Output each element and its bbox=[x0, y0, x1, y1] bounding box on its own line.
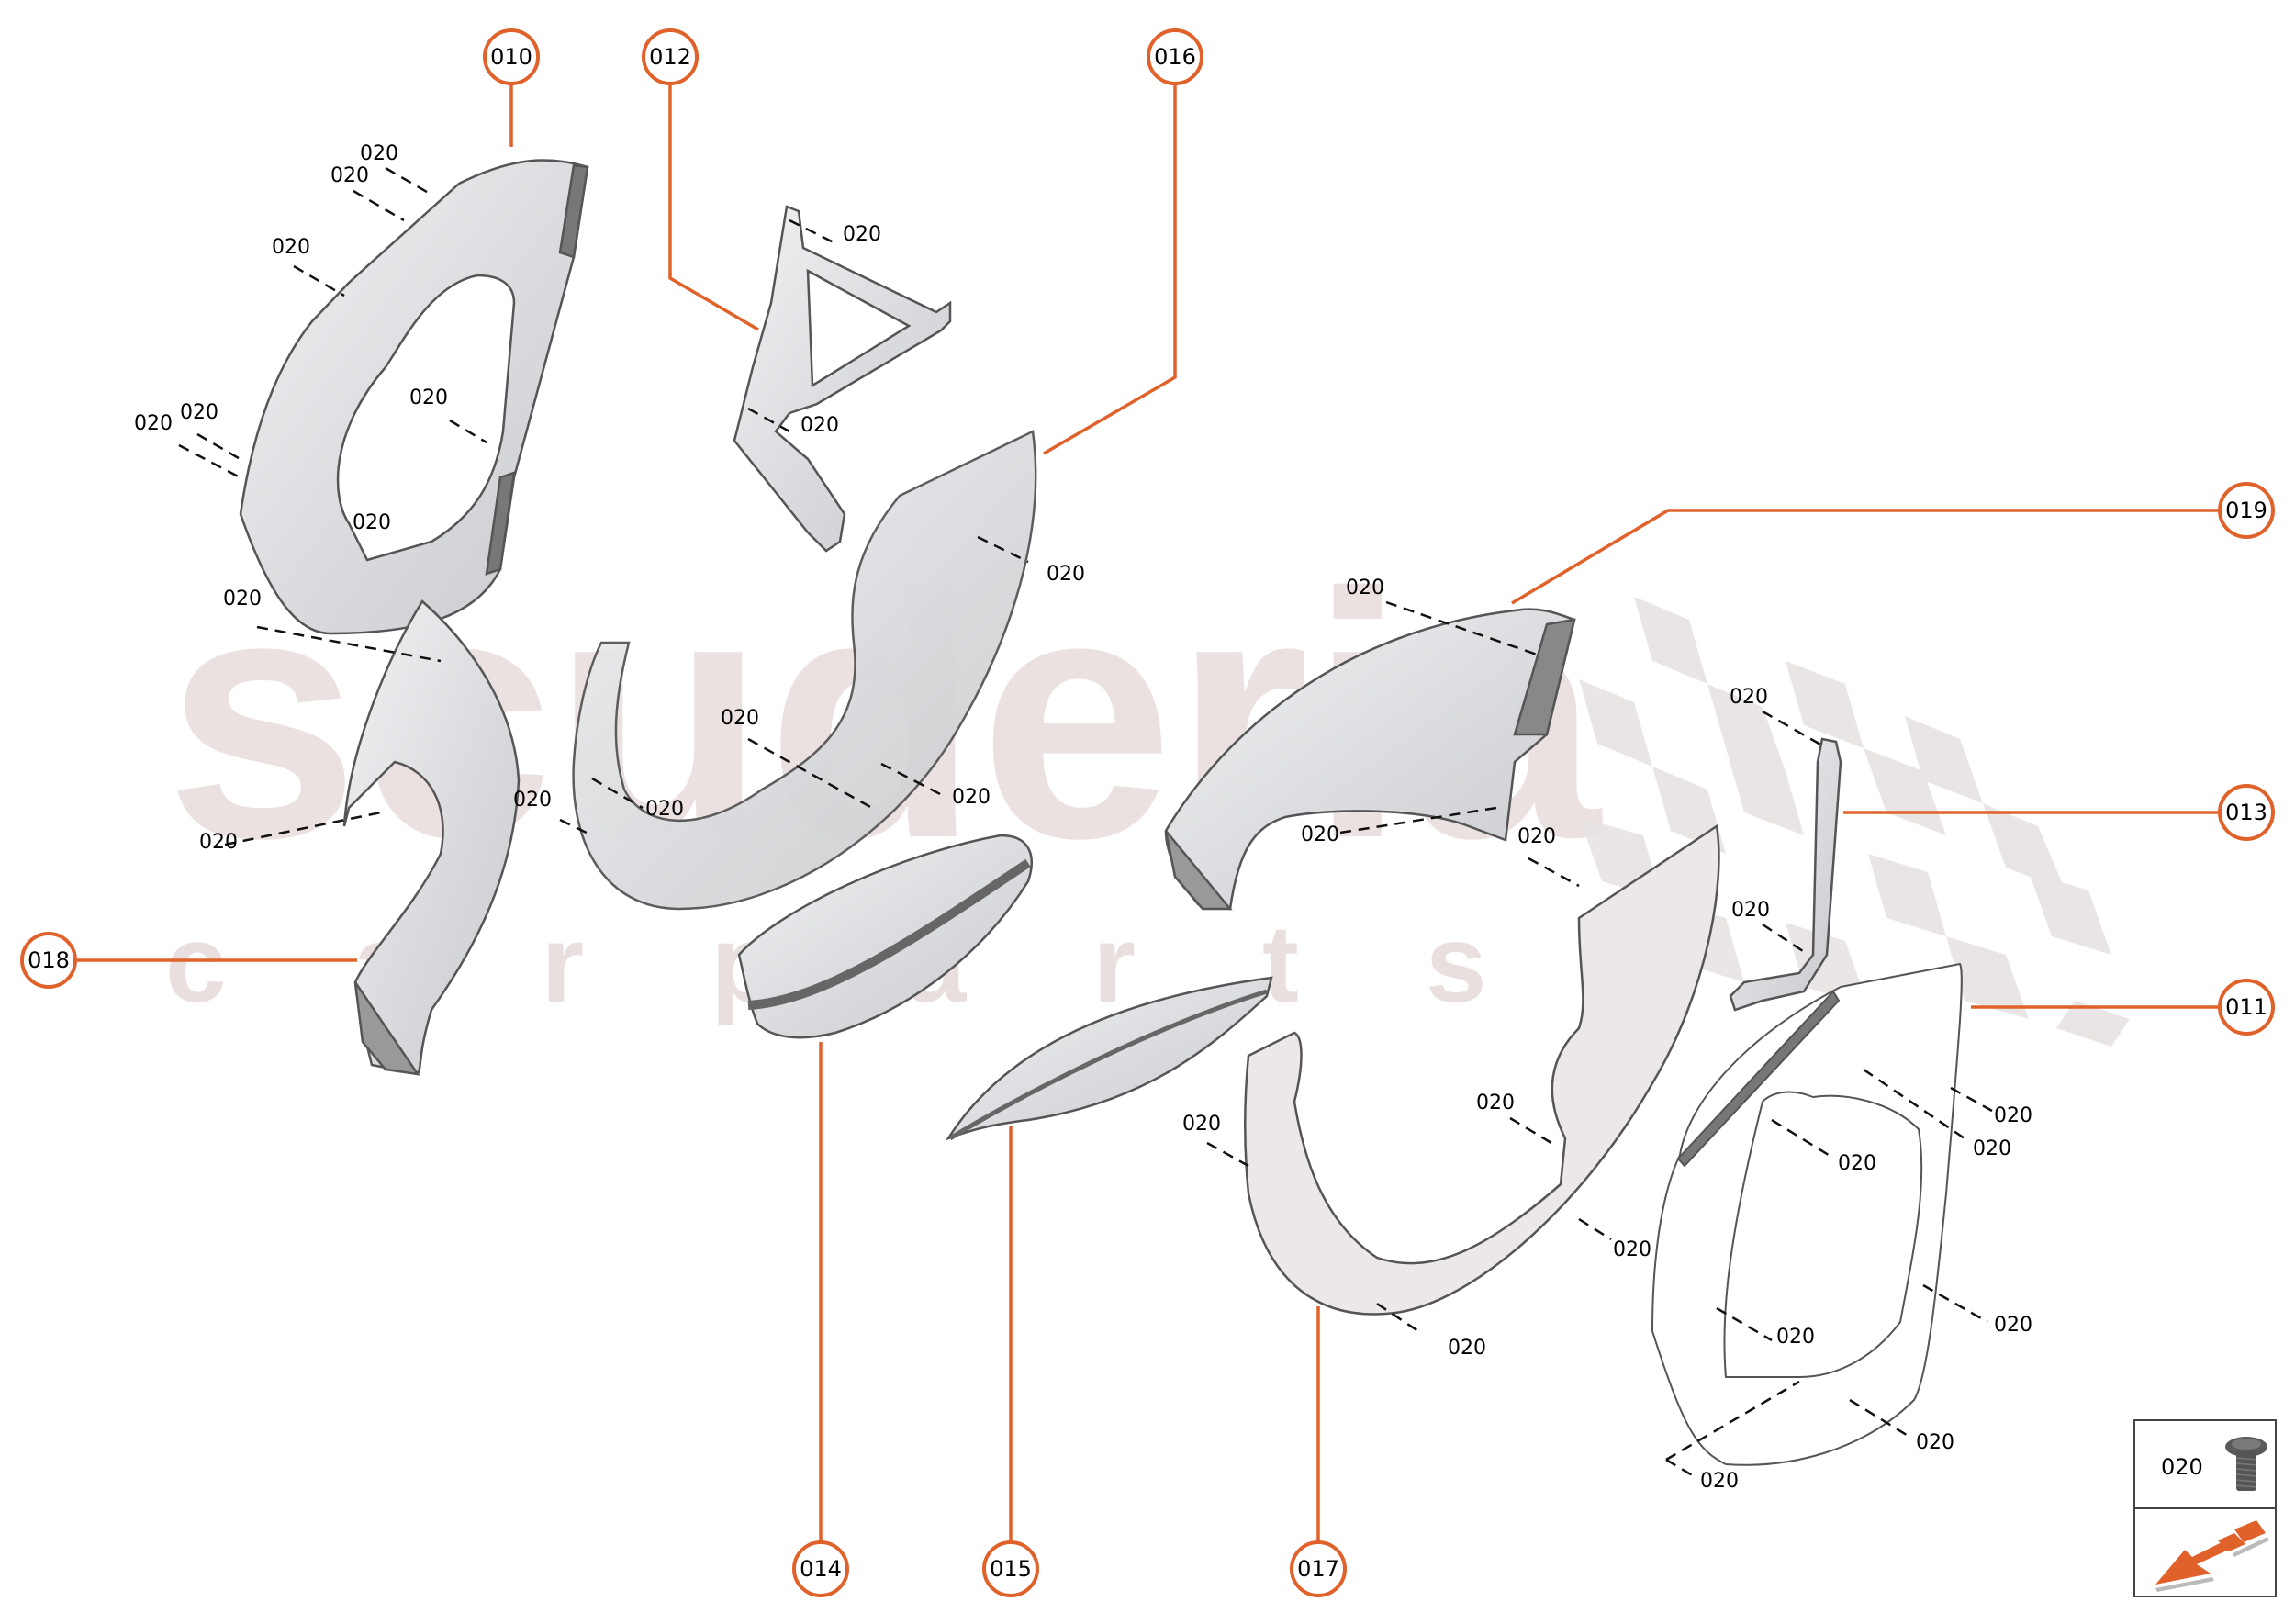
fastener-label-020[interactable]: 020 bbox=[952, 786, 991, 809]
callout-label: 017 bbox=[1297, 1556, 1339, 1582]
screw-icon bbox=[2225, 1437, 2267, 1491]
part-011-panel bbox=[1651, 962, 1963, 1466]
fastener-label-020[interactable]: 020 bbox=[1731, 899, 1770, 922]
arrow-back-icon[interactable] bbox=[2137, 1511, 2275, 1596]
fastener-label-020[interactable]: 020 bbox=[1700, 1470, 1739, 1493]
part-015-panel bbox=[945, 976, 1273, 1141]
callout-011[interactable]: 011 bbox=[2218, 979, 2275, 1036]
fastener-label-020[interactable]: 020 bbox=[272, 236, 310, 259]
callout-label: 016 bbox=[1154, 44, 1196, 70]
fastener-label-020[interactable]: 020 bbox=[1346, 577, 1384, 599]
fastener-label-020[interactable]: 020 bbox=[360, 142, 398, 165]
part-018-duct bbox=[342, 599, 521, 1076]
fastener-label-020[interactable]: 020 bbox=[1182, 1113, 1221, 1136]
fastener-label-020[interactable]: 020 bbox=[513, 789, 552, 812]
fastener-label-020[interactable]: 020 bbox=[645, 798, 684, 821]
legend-part-020[interactable]: 020 bbox=[2135, 1421, 2275, 1509]
fastener-label-020[interactable]: 020 bbox=[1613, 1238, 1651, 1261]
callout-label: 012 bbox=[649, 44, 691, 70]
fastener-label-020[interactable]: 020 bbox=[330, 164, 369, 187]
fastener-label-020[interactable]: 020 bbox=[409, 386, 448, 409]
fastener-label-020[interactable]: 020 bbox=[1973, 1137, 2011, 1160]
part-016-liner bbox=[572, 430, 1037, 911]
part-019-arch bbox=[1164, 608, 1576, 911]
fastener-label-020[interactable]: 020 bbox=[800, 414, 839, 437]
part-012-bracket bbox=[733, 205, 952, 553]
fastener-label-020[interactable]: 020 bbox=[843, 223, 881, 246]
callout-013[interactable]: 013 bbox=[2218, 784, 2275, 841]
legend-part-number: 020 bbox=[2161, 1454, 2203, 1480]
callout-019[interactable]: 019 bbox=[2218, 482, 2275, 539]
fastener-label-020[interactable]: 020 bbox=[1047, 563, 1085, 586]
callout-016[interactable]: 016 bbox=[1147, 28, 1203, 85]
part-017-liner bbox=[1244, 823, 1720, 1316]
callout-017[interactable]: 017 bbox=[1290, 1540, 1347, 1597]
fastener-label-020[interactable]: 020 bbox=[1448, 1337, 1486, 1360]
fastener-label-020[interactable]: 020 bbox=[134, 412, 173, 435]
callout-label: 019 bbox=[2225, 498, 2267, 523]
fastener-leader-lines bbox=[178, 166, 1993, 1478]
callout-label: 018 bbox=[28, 947, 70, 973]
callout-015[interactable]: 015 bbox=[982, 1540, 1039, 1597]
fastener-label-020[interactable]: 020 bbox=[1916, 1431, 1954, 1454]
callout-012[interactable]: 012 bbox=[642, 28, 699, 85]
legend-box: 020 bbox=[2133, 1419, 2277, 1597]
fastener-label-020[interactable]: 020 bbox=[1838, 1152, 1876, 1175]
part-013-bracket bbox=[1729, 737, 1842, 1012]
callout-018[interactable]: 018 bbox=[20, 932, 77, 989]
callout-label: 014 bbox=[800, 1556, 842, 1582]
checkered-flag-watermark bbox=[1579, 597, 2130, 1047]
callout-014[interactable]: 014 bbox=[792, 1540, 849, 1597]
callout-label: 011 bbox=[2225, 994, 2267, 1020]
fastener-label-020[interactable]: 020 bbox=[1994, 1314, 2032, 1337]
part-010-panel bbox=[239, 159, 589, 635]
callout-010[interactable]: 010 bbox=[483, 28, 540, 85]
fastener-label-020[interactable]: 020 bbox=[721, 707, 759, 730]
fastener-label-020[interactable]: 020 bbox=[1776, 1326, 1815, 1349]
fastener-label-020[interactable]: 020 bbox=[1730, 686, 1768, 709]
part-014-panel bbox=[737, 834, 1033, 1039]
callout-label: 013 bbox=[2225, 800, 2267, 825]
fastener-label-020[interactable]: 020 bbox=[1476, 1092, 1515, 1114]
fastener-label-020[interactable]: 020 bbox=[1994, 1104, 2032, 1127]
callout-label: 015 bbox=[990, 1556, 1032, 1582]
fastener-label-020[interactable]: 020 bbox=[223, 588, 262, 610]
callout-label: 010 bbox=[490, 44, 532, 70]
fastener-label-020[interactable]: 020 bbox=[180, 401, 218, 424]
fastener-label-020[interactable]: 020 bbox=[1517, 825, 1556, 848]
fastener-label-020[interactable]: 020 bbox=[1301, 823, 1339, 846]
fastener-label-020[interactable]: 020 bbox=[353, 511, 391, 534]
fastener-label-020[interactable]: 020 bbox=[199, 831, 238, 854]
callout-leader-lines bbox=[77, 85, 2218, 1540]
